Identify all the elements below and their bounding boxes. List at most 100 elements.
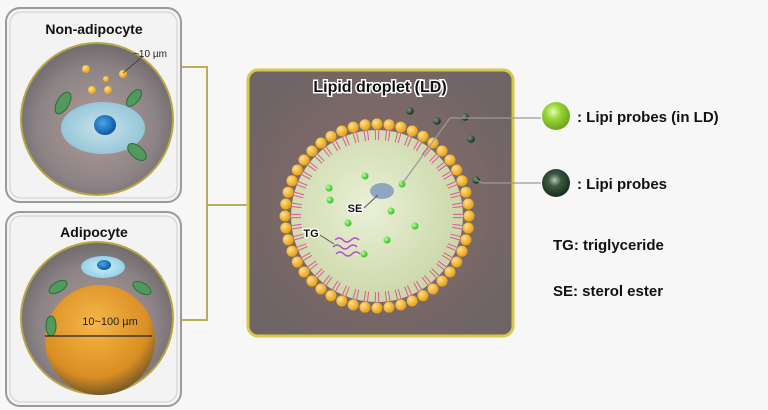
lipid-tail	[292, 236, 305, 241]
lipid-tail	[289, 226, 302, 230]
sterol-ester-blob	[370, 183, 394, 199]
lipid-head	[279, 210, 291, 222]
lipid-head	[336, 125, 348, 137]
lipi-probe-in-ld	[361, 172, 369, 180]
lipid-tail	[315, 270, 325, 280]
lipid-head	[436, 145, 448, 157]
lipid-head	[280, 198, 292, 210]
lipid-tail	[387, 291, 391, 304]
lipid-tail	[299, 173, 311, 180]
non-adipocyte-size-label: ~10 µm	[133, 49, 167, 60]
lipid-tail	[447, 243, 460, 249]
lipid-head	[306, 145, 318, 157]
lipid-head	[383, 301, 395, 313]
lipid-head	[336, 295, 348, 307]
lipid-tail	[331, 140, 339, 152]
lipid-tail	[441, 254, 453, 262]
lipid-tail	[301, 254, 313, 262]
lipi-probe-in-ld	[326, 196, 334, 204]
lipid-head	[280, 222, 292, 234]
lipid-tail	[355, 289, 360, 302]
triglyceride-chains	[332, 237, 361, 257]
lipid-tail	[384, 128, 388, 141]
lipid-tail	[289, 202, 302, 206]
abbreviation-tg: TG: triglyceride	[553, 237, 664, 254]
lipid-tail	[446, 180, 458, 186]
lipid-tail	[296, 180, 308, 186]
lipid-head	[417, 130, 429, 142]
lipid-head	[282, 186, 294, 198]
lipid-tail	[443, 173, 455, 180]
lipid-tail	[404, 133, 410, 146]
lipid-tail	[429, 270, 439, 280]
lipi-probe-outside	[461, 113, 469, 121]
large-lipid-droplet	[45, 285, 155, 395]
lipid-head	[456, 245, 468, 257]
light-green-sphere-icon	[542, 102, 570, 130]
lipid-tail	[352, 131, 357, 144]
lipid-tail	[436, 160, 447, 169]
lipid-tail	[321, 275, 330, 286]
nucleolus	[94, 115, 116, 135]
lipid-tail	[341, 285, 347, 297]
lipid-head	[298, 154, 310, 166]
lipid-tail	[291, 194, 304, 199]
lipid-tail	[407, 135, 413, 147]
lipid-droplet-title: Lipid droplet (LD)	[313, 79, 446, 96]
lipid-tail	[301, 170, 313, 178]
lipid-tail	[321, 146, 330, 157]
lipid-head	[451, 256, 463, 268]
lipi-probes-in-ld	[325, 172, 419, 258]
lipid-tail	[344, 133, 350, 146]
lipid-tail	[313, 154, 323, 164]
lipid-tail	[324, 276, 333, 288]
lipid-tail	[413, 282, 420, 294]
lipid-head	[460, 186, 472, 198]
lipid-tail	[324, 144, 333, 156]
lipid-tail	[296, 246, 308, 252]
lipi-probe-outside	[433, 117, 441, 125]
lipid-tail	[355, 130, 360, 143]
lipid-head	[417, 290, 429, 302]
lipid-tail	[443, 252, 455, 259]
lipid-tail	[449, 191, 462, 196]
lipid-tail	[289, 223, 302, 227]
lipid-head	[460, 234, 472, 246]
phospholipid-tails	[289, 128, 465, 304]
lipid-tail	[437, 260, 449, 269]
lipid-tail	[436, 263, 447, 272]
lipid-head	[325, 290, 337, 302]
legend-label-probe-in-ld: : Lipi probes (in LD)	[577, 109, 719, 126]
lipid-head	[347, 299, 359, 311]
abbreviation-se: SE: sterol ester	[553, 283, 663, 300]
dark-green-sphere-icon	[542, 169, 570, 197]
lipid-tail	[424, 275, 433, 286]
lipid-tail	[407, 285, 413, 297]
lipi-probe-outside	[467, 135, 475, 143]
non-adipocyte-title: Non-adipocyte	[45, 21, 142, 37]
lipid-tail	[421, 144, 430, 156]
legend-label-probe: : Lipi probes	[577, 176, 667, 193]
lipid-tail	[429, 152, 439, 162]
lipid-tail	[447, 183, 460, 189]
lipid-tail	[299, 252, 311, 259]
adipocyte-panel	[5, 211, 182, 407]
lipid-tail	[446, 246, 458, 252]
se-label: SE	[348, 203, 363, 215]
lipid-tail	[387, 128, 391, 141]
lipi-probe-in-ld	[411, 222, 419, 230]
lipid-tail	[431, 268, 441, 278]
lipid-tail	[363, 291, 367, 304]
lipid-head	[395, 299, 407, 311]
lipid-tail	[424, 146, 433, 157]
lipid-droplets-small	[82, 65, 127, 94]
lipid-tail	[341, 135, 347, 147]
lipid-head	[291, 164, 303, 176]
lipid-tail	[450, 194, 463, 199]
lipi-probe-in-ld	[360, 250, 368, 258]
lipid-head	[315, 283, 327, 295]
lipid-tail	[291, 233, 304, 238]
lipid-tail	[449, 236, 462, 241]
adipocyte-size-label: 10~100 µm	[82, 316, 138, 328]
lipid-head	[306, 275, 318, 287]
